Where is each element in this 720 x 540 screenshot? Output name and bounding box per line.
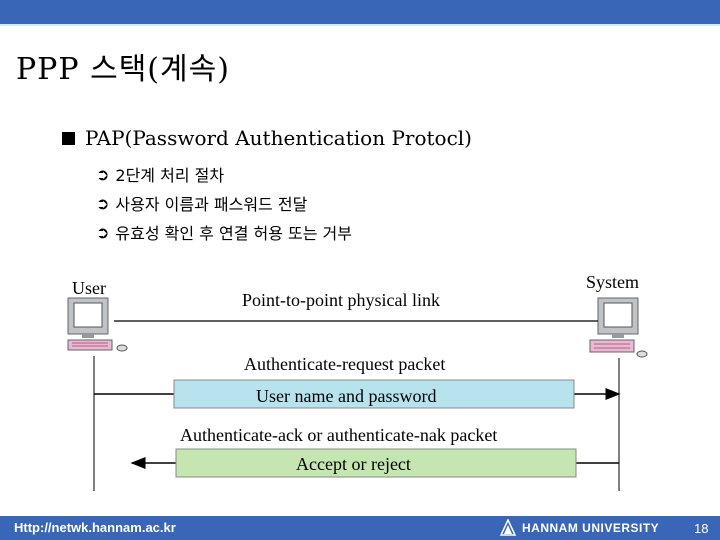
request-label: Authenticate-request packet [244,354,445,374]
link-label: Point-to-point physical link [242,290,440,310]
sub-bullet-text: 사용자 이름과 패스워드 전달 [115,195,308,214]
page-number: 18 [694,521,709,536]
main-bullet-text: PAP(Password Authentication Protocl) [85,126,472,150]
response-packet-box [175,448,577,478]
user-computer-icon [67,297,128,352]
top-accent-line [0,24,720,26]
main-bullet: PAP(Password Authentication Protocl) [62,126,472,150]
user-label: User [72,278,106,298]
sub-bullet: ➲ 사용자 이름과 패스워드 전달 [96,191,307,215]
sub-bullet-text: 유효성 확인 후 연결 허용 또는 거부 [115,224,353,243]
slide-title: PPP 스택(계속) [16,52,230,87]
sub-bullet: ➲ 유효성 확인 후 연결 허용 또는 거부 [96,220,352,244]
footer-bar: Http://netwk.hannam.ac.kr HANNAM UNIVERS… [0,516,720,540]
system-label: System [586,272,639,292]
system-computer-icon [589,297,648,358]
square-bullet-icon [62,131,75,145]
arrow-bullet-icon: ➲ [96,193,110,213]
request-packet-box [173,379,575,409]
arrow-bullet-icon: ➲ [96,222,110,242]
sub-bullet: ➲ 2단계 처리 절차 [96,162,224,186]
university-logo-icon [500,519,516,536]
top-accent-bar [0,0,720,24]
response-label: Authenticate-ack or authenticate-nak pac… [180,425,497,445]
sub-bullet-text: 2단계 처리 절차 [115,166,225,185]
response-content: Accept or reject [296,454,411,474]
footer-url: Http://netwk.hannam.ac.kr [14,520,176,535]
request-content: User name and password [256,386,436,406]
footer-university: HANNAM UNIVERSITY [522,521,660,535]
pap-diagram: User System Point-to-point physical link… [67,272,648,491]
arrow-bullet-icon: ➲ [96,164,110,184]
